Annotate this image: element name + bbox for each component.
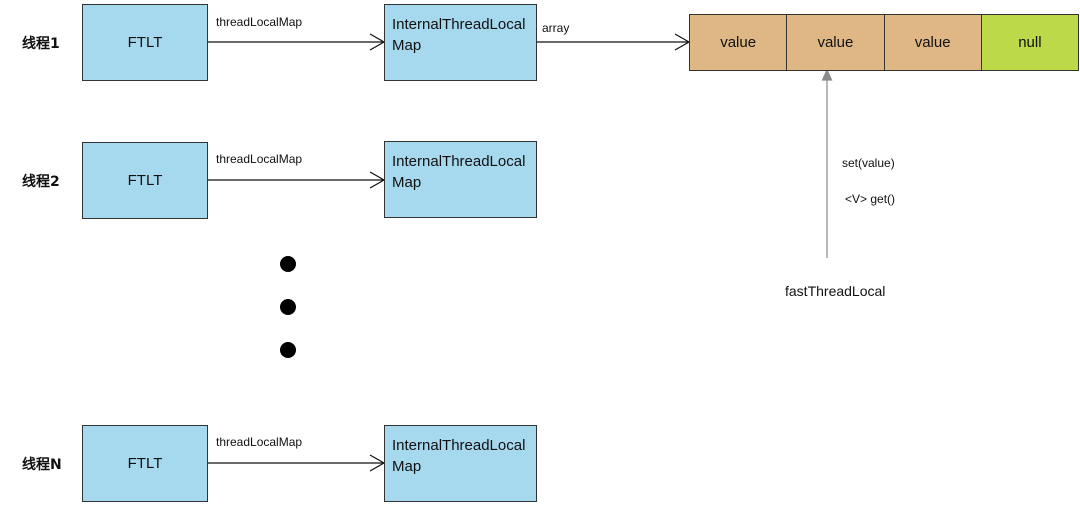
thread-1-map-edge-label: threadLocalMap <box>216 15 303 29</box>
fast-thread-local-label: fastThreadLocal <box>785 283 886 299</box>
array-cell: value <box>690 15 787 70</box>
set-method-label: set(value) <box>842 156 895 170</box>
thread-2-internal-thread-local-map: InternalThreadLocalMap <box>384 141 537 218</box>
thread-n-map-edge-label: threadLocalMap <box>216 435 303 449</box>
thread-2-map-edge-label: threadLocalMap <box>216 152 303 166</box>
thread-1-label: 线程1 <box>22 36 60 52</box>
thread-2-label: 线程2 <box>22 174 60 190</box>
ellipsis-dot <box>280 299 296 315</box>
array-cell: value <box>786 15 884 70</box>
value-array: value value value null <box>689 14 1079 71</box>
thread-1-internal-thread-local-map: InternalThreadLocalMap <box>384 4 537 81</box>
thread-n-internal-thread-local-map: InternalThreadLocalMap <box>384 425 537 502</box>
thread-1-ftlt-box: FTLT <box>82 4 208 81</box>
ellipsis-dot <box>280 342 296 358</box>
array-cell-null: null <box>980 15 1078 70</box>
get-method-label: <V> get() <box>845 192 896 206</box>
thread-n-ftlt-box: FTLT <box>82 425 208 502</box>
thread-2-ftlt-box: FTLT <box>82 142 208 219</box>
array-edge-label: array <box>542 21 570 35</box>
array-cell: value <box>883 15 981 70</box>
accessor-arrowhead <box>821 68 833 81</box>
ellipsis-dot <box>280 256 296 272</box>
thread-n-label: 线程N <box>22 457 62 473</box>
